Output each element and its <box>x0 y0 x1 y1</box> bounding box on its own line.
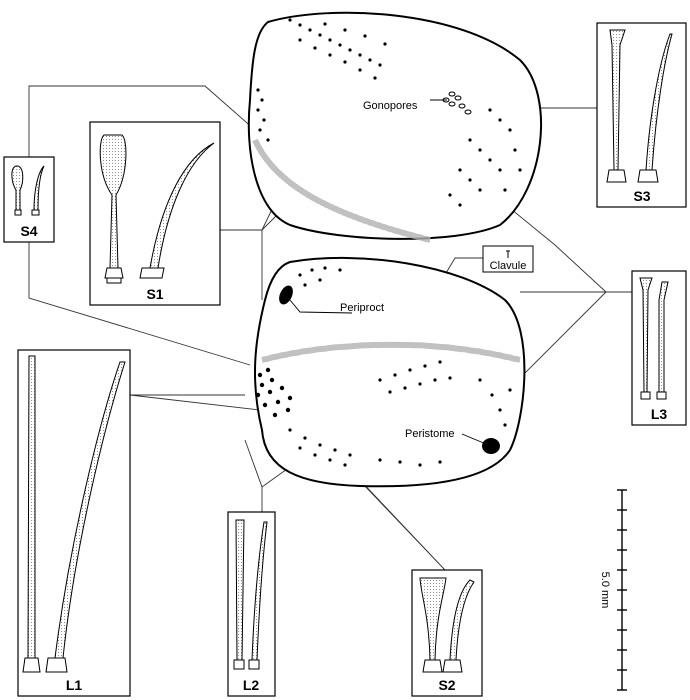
scale-bar-label: 5.0 mm <box>599 572 611 609</box>
l2-label: L2 <box>243 677 260 693</box>
spine-box-l2: L2 <box>227 511 276 697</box>
label-pointers <box>289 99 487 445</box>
s3-label: S3 <box>633 188 650 204</box>
test-aboral-view <box>247 11 543 243</box>
peristome-opening <box>482 438 500 454</box>
s4-label: S4 <box>20 223 37 239</box>
spine-box-l3: L3 <box>631 270 687 426</box>
scale-bar <box>617 489 627 691</box>
spine-box-l1: L1 <box>17 349 131 697</box>
s2-label: S2 <box>438 677 455 693</box>
tubercles-bottom <box>255 266 512 467</box>
spine-box-s2: S2 <box>411 569 483 697</box>
spine-box-s3: S3 <box>596 22 687 208</box>
peristome-label: Peristome <box>405 428 455 440</box>
l3-label: L3 <box>651 406 668 422</box>
periproct-label: Periproct <box>340 302 384 314</box>
spine-box-s1: S1 <box>89 121 221 306</box>
s1-label: S1 <box>146 286 163 302</box>
tubercles-top <box>256 18 522 207</box>
l1-label: L1 <box>66 677 83 693</box>
gonopore-holes <box>442 91 472 115</box>
gonopores-label: Gonopores <box>363 100 418 112</box>
spine-box-s4: S4 <box>3 156 55 243</box>
test-oral-view <box>253 256 526 488</box>
clavule-box: Clavule <box>482 245 534 273</box>
clavule-label: Clavule <box>490 260 527 272</box>
periproct-opening <box>279 285 293 305</box>
